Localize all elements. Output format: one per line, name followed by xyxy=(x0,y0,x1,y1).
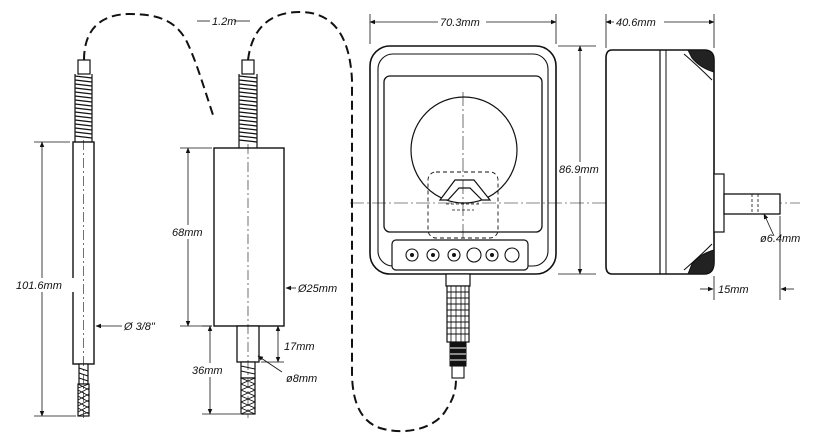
meter-side-view: 40.6mm ø6.4mm 15mm xyxy=(605,14,800,300)
cable-thin-probe xyxy=(83,12,215,119)
thick-probe-body xyxy=(213,147,285,327)
cable-group: 1.2m xyxy=(83,10,457,433)
thick-probe-tip-offset-label: 17mm xyxy=(284,341,315,353)
thick-probe-body-diameter-label: Ø25mm xyxy=(297,283,337,295)
thick-probe: 68mm Ø25mm 36mm 17mm ø8mm xyxy=(170,59,337,418)
meter-side-top-grip xyxy=(687,49,715,73)
meter-depth-label: 40.6mm xyxy=(616,17,656,29)
meter-inner-bracket xyxy=(438,179,492,201)
meter-width-label: 70.3mm xyxy=(440,17,480,29)
thick-probe-body-length-label: 68mm xyxy=(172,227,203,239)
thin-probe-spring xyxy=(74,75,93,139)
meter-cable-sleeve xyxy=(451,365,465,379)
meter-shaft-length-label: 15mm xyxy=(718,284,749,296)
meter-connector-nut xyxy=(445,273,471,287)
meter-height-label: 86.9mm xyxy=(559,164,599,176)
meter-front-view: 70.3mm 86.9mm xyxy=(350,14,800,379)
thick-probe-plug xyxy=(241,59,255,75)
cable-length-label: 1.2m xyxy=(212,16,236,28)
cable-thick-probe xyxy=(247,10,457,433)
thick-probe-spring xyxy=(238,75,258,143)
thin-probe-plug xyxy=(77,59,91,75)
meter-side-connector xyxy=(713,173,725,233)
thin-probe: 101.6mm Ø 3/8" xyxy=(14,59,156,418)
thick-probe-tip-length-label: 36mm xyxy=(192,365,223,377)
meter-button-4 xyxy=(466,247,482,263)
thin-probe-diameter-label: Ø 3/8" xyxy=(123,321,156,333)
thick-probe-tip-diameter-label: ø8mm xyxy=(286,373,317,385)
thin-probe-length-label: 101.6mm xyxy=(16,280,62,292)
meter-button-6 xyxy=(504,247,520,263)
